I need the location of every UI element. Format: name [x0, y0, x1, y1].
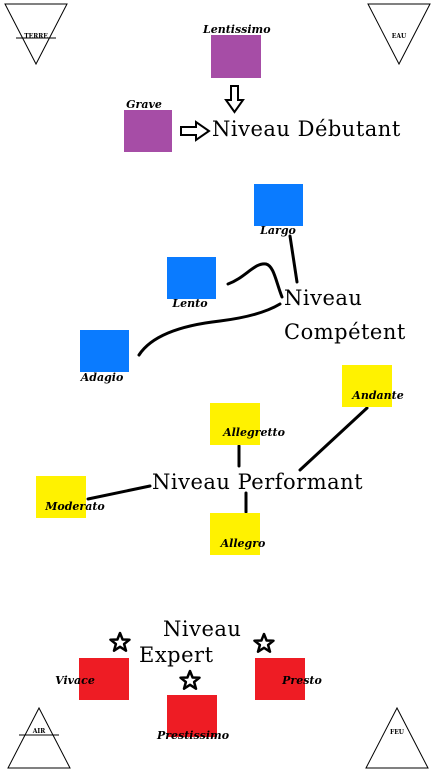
- star-icon: [109, 631, 131, 652]
- tempo-square-moderato: [36, 476, 86, 518]
- tempo-label-lentissimo: Lentissimo: [203, 23, 271, 36]
- air-label: AIR: [32, 728, 46, 735]
- level-expert-title-line2: Expert: [139, 643, 214, 667]
- air-triangle-icon: [7, 706, 71, 769]
- tempo-label-vivace: Vivace: [55, 674, 95, 687]
- tempo-label-largo: Largo: [260, 224, 296, 237]
- level-competent-title-line1: Niveau: [284, 286, 363, 310]
- right-arrow-icon: [180, 120, 211, 142]
- tempo-label-presto: Presto: [282, 674, 322, 687]
- fire-label: FEU: [389, 729, 405, 736]
- water-label: EAU: [391, 33, 407, 40]
- tempo-square-grave: [124, 110, 172, 152]
- earth-triangle-icon: [4, 3, 68, 66]
- connector-largo: [288, 234, 299, 284]
- level-expert-title-line1: Niveau: [163, 617, 242, 641]
- tempo-square-andante: [342, 365, 392, 407]
- tempo-square-prestissimo: [167, 695, 217, 737]
- tempo-square-allegretto: [210, 403, 260, 445]
- water-triangle-icon: [367, 3, 431, 66]
- connector-lento: [226, 262, 284, 299]
- connector-adagio: [137, 302, 282, 357]
- level-performant-title: Niveau Performant: [152, 470, 364, 494]
- tempo-label-andante: Andante: [352, 389, 404, 402]
- star-icon: [253, 632, 275, 653]
- tempo-square-lento: [167, 257, 216, 299]
- tempo-label-adagio: Adagio: [80, 371, 124, 384]
- connector-moderato: [86, 484, 152, 501]
- tempo-label-allegro: Allegro: [220, 537, 266, 550]
- earth-label: TERRE: [24, 33, 48, 40]
- level-competent-title-line2: Compétent: [284, 320, 406, 344]
- connector-andante: [298, 406, 369, 472]
- tempo-label-prestissimo: Prestissimo: [156, 729, 230, 742]
- level-debutant-title: Niveau Débutant: [212, 117, 401, 141]
- tempo-square-adagio: [80, 330, 129, 372]
- tempo-square-vivace: [79, 658, 129, 700]
- tempo-label-moderato: Moderato: [45, 500, 105, 513]
- tempo-square-presto: [255, 658, 305, 700]
- tempo-square-largo: [254, 184, 303, 226]
- tempo-label-allegretto: Allegretto: [223, 426, 285, 439]
- down-arrow-icon: [224, 85, 245, 114]
- star-icon: [179, 669, 201, 690]
- tempo-label-grave: Grave: [126, 98, 162, 111]
- fire-triangle-icon: [365, 706, 429, 769]
- tempo-square-lentissimo: [211, 35, 261, 78]
- tempo-square-allegro: [210, 513, 260, 555]
- tempo-label-lento: Lento: [172, 297, 208, 310]
